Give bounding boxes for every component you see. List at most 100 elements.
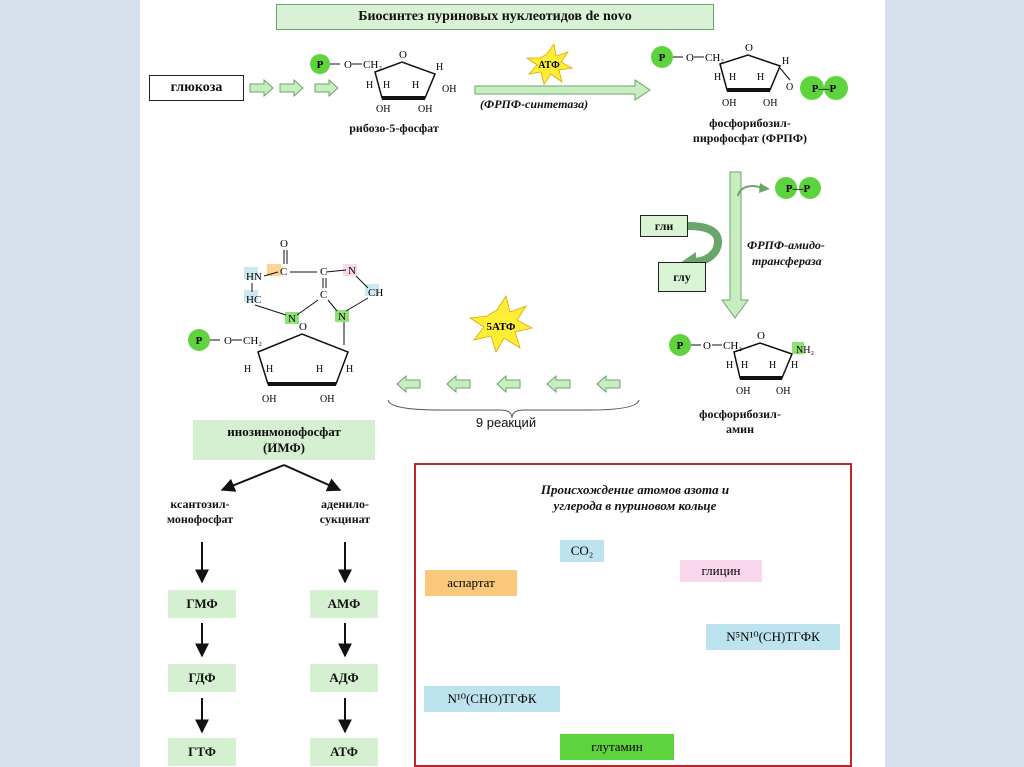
gly-glu-arrow	[687, 222, 722, 266]
glucose-box: глюкоза	[149, 75, 244, 101]
origin-frame	[414, 463, 852, 767]
svg-text:NH₂: NH₂	[796, 345, 814, 356]
svg-text:OH: OH	[776, 386, 790, 397]
nine-reactions-arrows	[396, 374, 621, 394]
prpp-label-2: пирофосфат (ФРПФ)	[692, 131, 808, 145]
gdp-box: ГДФ	[168, 664, 236, 692]
svg-text:CH₂: CH₂	[723, 340, 742, 352]
svg-text:OH: OH	[320, 394, 334, 405]
svg-text:OH: OH	[763, 98, 777, 109]
svg-text:CH₂: CH₂	[243, 335, 262, 347]
svg-text:H: H	[346, 364, 353, 375]
xmp-label-2: монофосфат	[166, 512, 234, 526]
svg-text:H: H	[729, 72, 736, 83]
svg-text:HN: HN	[246, 271, 262, 283]
svg-text:H: H	[726, 360, 733, 371]
chain-arrows	[195, 542, 352, 734]
gtp-box: ГТФ	[168, 738, 236, 766]
gmp-box: ГМФ	[168, 590, 236, 618]
svg-text:O: O	[399, 49, 407, 61]
branch-arrow-right	[283, 464, 342, 492]
adenylosuccinate-label-2: сукцинат	[319, 512, 371, 526]
p-symbol: P	[317, 59, 324, 71]
origin-title-line-2: углерода в пуриновом кольце	[553, 498, 717, 513]
imp-label-2: (ИМФ)	[262, 440, 306, 455]
prpp-synthetase-arrow	[474, 79, 651, 101]
svg-text:H: H	[316, 364, 323, 375]
svg-text:OH: OH	[722, 98, 736, 109]
five-atp-label: 5АТФ	[486, 321, 516, 333]
svg-text:O: O	[224, 335, 232, 347]
svg-text:H: H	[383, 80, 390, 91]
n10-tag: N¹⁰(CHO)ТГФК	[424, 686, 560, 712]
svg-text:OH: OH	[442, 84, 456, 95]
ch2-symbol: CH₂	[363, 59, 382, 71]
amidotransferase-label-1: ФРПФ-амидо-	[747, 238, 825, 252]
amp-box: АМФ	[310, 590, 378, 618]
branch-arrow-left	[220, 464, 285, 492]
svg-text:P—P: P—P	[786, 183, 811, 195]
glycine-tag: глицин	[680, 560, 762, 582]
svg-text:OH: OH	[376, 104, 390, 115]
svg-text:O: O	[786, 82, 793, 93]
svg-text:P: P	[659, 52, 666, 64]
svg-text:O: O	[299, 321, 307, 333]
svg-text:OH: OH	[418, 104, 432, 115]
reactions-brace	[387, 399, 640, 419]
amidotransferase-arrow	[721, 171, 749, 319]
svg-text:O: O	[757, 330, 765, 342]
o-symbol: O	[344, 59, 352, 71]
atp-label: АТФ	[538, 60, 560, 71]
atp-box: АТФ	[310, 738, 378, 766]
prpp-synthetase-label: (ФРПФ-синтетаза)	[480, 97, 589, 111]
svg-text:H: H	[266, 364, 273, 375]
origin-title: Происхождение атомов азота и углерода в …	[480, 482, 790, 514]
svg-text:H: H	[769, 360, 776, 371]
svg-text:O: O	[745, 42, 753, 54]
svg-text:C: C	[280, 266, 287, 278]
pp-circle-1	[775, 177, 797, 199]
slide-title: Биосинтез пуриновых нуклеотидов de novo	[276, 4, 714, 30]
svg-text:HC: HC	[246, 294, 261, 306]
svg-text:C: C	[320, 266, 327, 278]
svg-text:H: H	[741, 360, 748, 371]
svg-text:N: N	[288, 313, 296, 325]
svg-text:OH: OH	[262, 394, 276, 405]
imp-structure: O HN C C N HC C CH N N P	[188, 238, 383, 405]
imp-label-1: инозинмонофосфат	[227, 424, 341, 439]
svg-text:P: P	[196, 335, 203, 347]
imp-box: инозинмонофосфат (ИМФ)	[193, 420, 375, 460]
phosphate-circle	[310, 54, 330, 74]
atp-star: АТФ	[525, 42, 574, 85]
slide: Биосинтез пуриновых нуклеотидов de novo …	[140, 0, 885, 767]
glu-box: глу	[658, 262, 706, 292]
pp-circle-2	[799, 177, 821, 199]
adenylosuccinate-label-1: аденило-	[321, 497, 369, 511]
aspartate-tag: аспартат	[425, 570, 517, 596]
adp-box: АДФ	[310, 664, 378, 692]
n5n10-tag: N⁵N¹⁰(CH)ТГФК	[706, 624, 840, 650]
svg-text:CH: CH	[368, 287, 383, 299]
phosphoribosylamine-structure: P O CH₂ O NH₂ H H H H OH OH	[669, 330, 814, 397]
svg-text:O: O	[686, 52, 694, 64]
svg-text:H: H	[714, 72, 721, 83]
svg-text:CH₂: CH₂	[705, 52, 724, 64]
ribose-5-phosphate-label: рибозо-5-фосфат	[349, 121, 439, 135]
svg-text:H: H	[436, 62, 443, 73]
origin-title-line-1: Происхождение атомов азота и	[540, 482, 730, 497]
svg-text:H: H	[244, 364, 251, 375]
prpp-structure: P O CH₂ O H O H H H OH OH P—P	[651, 42, 848, 109]
co2-tag: CO₂	[560, 540, 604, 562]
svg-text:P—P: P—P	[812, 83, 837, 95]
svg-text:H: H	[757, 72, 764, 83]
ribose-5-phosphate-structure: P O CH₂ O H OH H H H OH OH	[310, 49, 456, 115]
svg-text:O: O	[703, 340, 711, 352]
svg-text:O: O	[280, 238, 288, 250]
svg-text:H: H	[782, 56, 789, 67]
svg-text:OH: OH	[736, 386, 750, 397]
svg-text:H: H	[791, 360, 798, 371]
svg-text:H: H	[366, 80, 373, 91]
phosphoribosylamine-label-1: фосфорибозил-	[699, 407, 781, 421]
phosphoribosylamine-label-2: амин	[725, 422, 754, 436]
five-atp-star: 5АТФ	[468, 295, 534, 353]
